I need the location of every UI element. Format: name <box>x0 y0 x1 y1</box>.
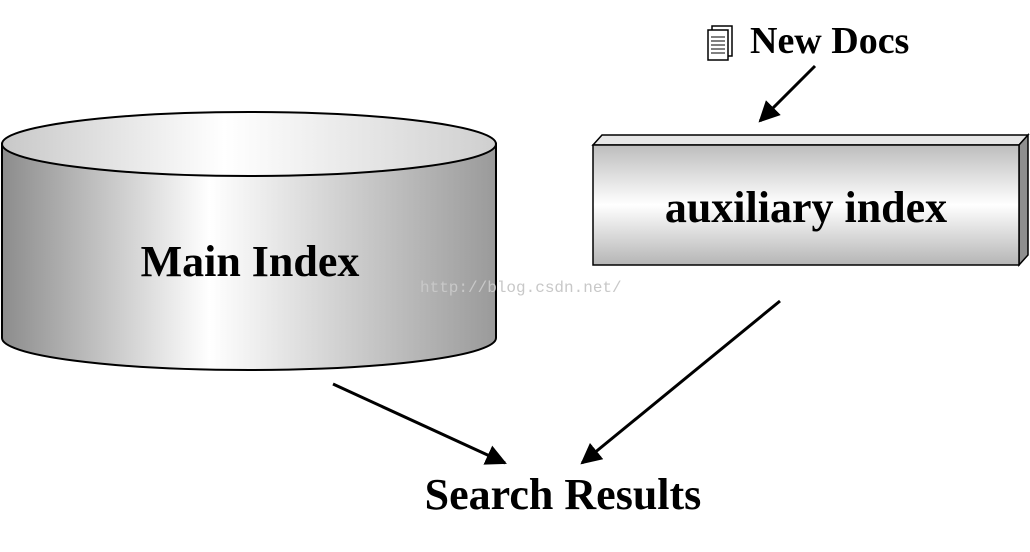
watermark-text: http://blog.csdn.net/ <box>420 279 622 297</box>
auxiliary-index-box: auxiliary index <box>591 133 1030 267</box>
documents-icon <box>707 25 733 61</box>
new-docs-label: New Docs <box>750 20 909 62</box>
arrow-new-docs-to-auxiliary <box>758 64 817 123</box>
main-index-label: Main Index <box>141 237 360 286</box>
main-index-cylinder: Main Index <box>1 111 497 371</box>
arrow-main-index-to-results <box>332 382 507 465</box>
search-results-label: Search Results <box>425 470 702 519</box>
auxiliary-index-label: auxiliary index <box>665 183 947 232</box>
arrow-auxiliary-to-results <box>580 299 781 465</box>
